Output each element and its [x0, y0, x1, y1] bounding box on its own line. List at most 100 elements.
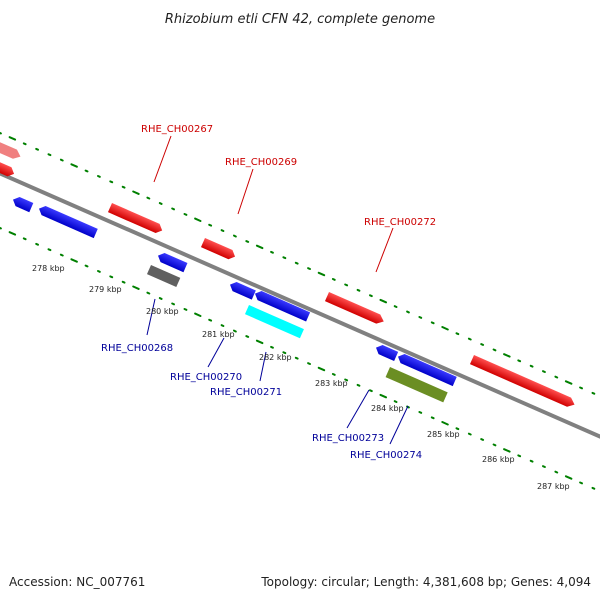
scale-tick — [233, 234, 237, 238]
scale-tick — [344, 283, 349, 287]
scale-tick — [492, 443, 497, 447]
scale-tick — [591, 391, 596, 395]
scale-tick — [480, 343, 485, 346]
scale-tick — [47, 248, 52, 252]
scale-tick — [47, 153, 52, 157]
scale-tick — [517, 454, 522, 458]
scale-tick — [183, 308, 188, 311]
scale-tick — [379, 393, 387, 399]
scale-tick — [171, 207, 175, 211]
scale-tick — [564, 475, 573, 480]
scale-tick — [591, 486, 596, 490]
scale-tick — [418, 316, 423, 319]
gene-fwd-long[interactable] — [469, 355, 577, 409]
scale-tick — [441, 421, 449, 426]
gene-rhe-ch00274[interactable] — [385, 367, 448, 403]
scale-tick — [59, 158, 64, 162]
scale-tick — [492, 348, 497, 352]
gene-rev-c[interactable] — [156, 251, 188, 273]
kbp-label-279: 279 kbp — [89, 285, 122, 294]
gene-rhe-ch00272[interactable] — [324, 292, 386, 326]
kbp-label-286: 286 kbp — [482, 455, 515, 464]
gene-rev-a[interactable] — [11, 195, 34, 213]
scale-tick — [331, 373, 336, 376]
scale-tick — [171, 302, 175, 306]
scale-tick — [146, 196, 151, 200]
scale-tick — [294, 261, 299, 265]
scale-tick — [208, 318, 213, 322]
scale-tick — [270, 250, 274, 254]
scale-tick — [35, 147, 39, 151]
scale-tick — [441, 326, 449, 331]
scale-tick — [307, 267, 311, 270]
scale-tick — [282, 256, 287, 260]
scale-tick — [270, 345, 274, 349]
scale-tick — [158, 202, 163, 205]
scale-tick — [369, 294, 373, 298]
scale-tick — [542, 465, 546, 468]
scale-tick — [554, 470, 559, 474]
scale-tick — [233, 329, 237, 333]
scale-tick — [121, 185, 126, 189]
gene-rhe-ch00267[interactable] — [107, 203, 164, 235]
scale-tick — [220, 229, 225, 232]
scale-tick — [418, 411, 423, 414]
gene-rhe-ch00269[interactable] — [200, 238, 237, 261]
scale-tick — [529, 364, 534, 368]
scale-tick — [84, 169, 89, 173]
scale-tick — [158, 297, 163, 300]
scale-tick — [194, 312, 202, 317]
scale-tick — [517, 359, 522, 363]
scale-tick — [282, 351, 287, 355]
reverse-genes — [11, 195, 457, 403]
scale-tick — [393, 305, 398, 308]
scale-tick — [8, 231, 17, 236]
kbp-label-282: 282 kbp — [259, 353, 292, 362]
kbp-label-284: 284 kbp — [371, 404, 404, 413]
scale-tick — [97, 270, 101, 273]
gene-rev-d[interactable] — [228, 280, 256, 300]
kbp-label-280: 280 kbp — [146, 307, 179, 316]
scale-tick — [132, 285, 140, 290]
forward-genes — [0, 140, 577, 409]
leader-lines — [146, 135, 409, 445]
scale-tick — [245, 240, 250, 243]
gene-fwd-partial[interactable] — [0, 160, 16, 178]
gene-rev-e[interactable] — [374, 343, 399, 361]
scale-tick — [529, 459, 534, 463]
kbp-label-281: 281 kbp — [202, 330, 235, 339]
gene-rhe-ch00270[interactable] — [253, 289, 311, 322]
scale-tick — [70, 258, 78, 263]
gene-rhe-ch00271[interactable] — [244, 305, 304, 339]
gene-rhe-ch00273[interactable] — [396, 352, 457, 387]
gene-fwd-partial-top[interactable] — [0, 140, 22, 161]
scale-ticks — [0, 131, 596, 490]
scale-tick — [146, 291, 151, 295]
scale-tick — [220, 324, 225, 327]
scale-tick — [208, 223, 213, 227]
scale-tick — [564, 380, 573, 385]
scale-tick — [579, 386, 583, 390]
scale-tick — [0, 226, 2, 230]
scale-tick — [331, 278, 336, 281]
scale-tick — [245, 335, 250, 338]
gene-label-rhe-ch00272: RHE_CH00272 — [364, 217, 436, 228]
kbp-label-278: 278 kbp — [32, 264, 65, 273]
scale-tick — [317, 366, 326, 372]
scale-tick — [356, 288, 361, 292]
scale-tick — [183, 213, 188, 216]
gene-rhe-ch00268[interactable] — [146, 265, 181, 288]
gene-rev-b[interactable] — [37, 204, 98, 239]
scale-tick — [356, 383, 361, 387]
scale-tick — [59, 253, 64, 257]
scale-tick — [467, 337, 472, 341]
map-title: Rhizobium etli CFN 42, complete genome — [165, 12, 435, 27]
scale-tick — [70, 163, 78, 168]
gene-label-rhe-ch00269: RHE_CH00269 — [225, 157, 297, 168]
scale-tick — [344, 378, 349, 382]
scale-tick — [35, 242, 39, 246]
kbp-label-287: 287 kbp — [537, 482, 570, 491]
scale-tick — [132, 190, 140, 195]
